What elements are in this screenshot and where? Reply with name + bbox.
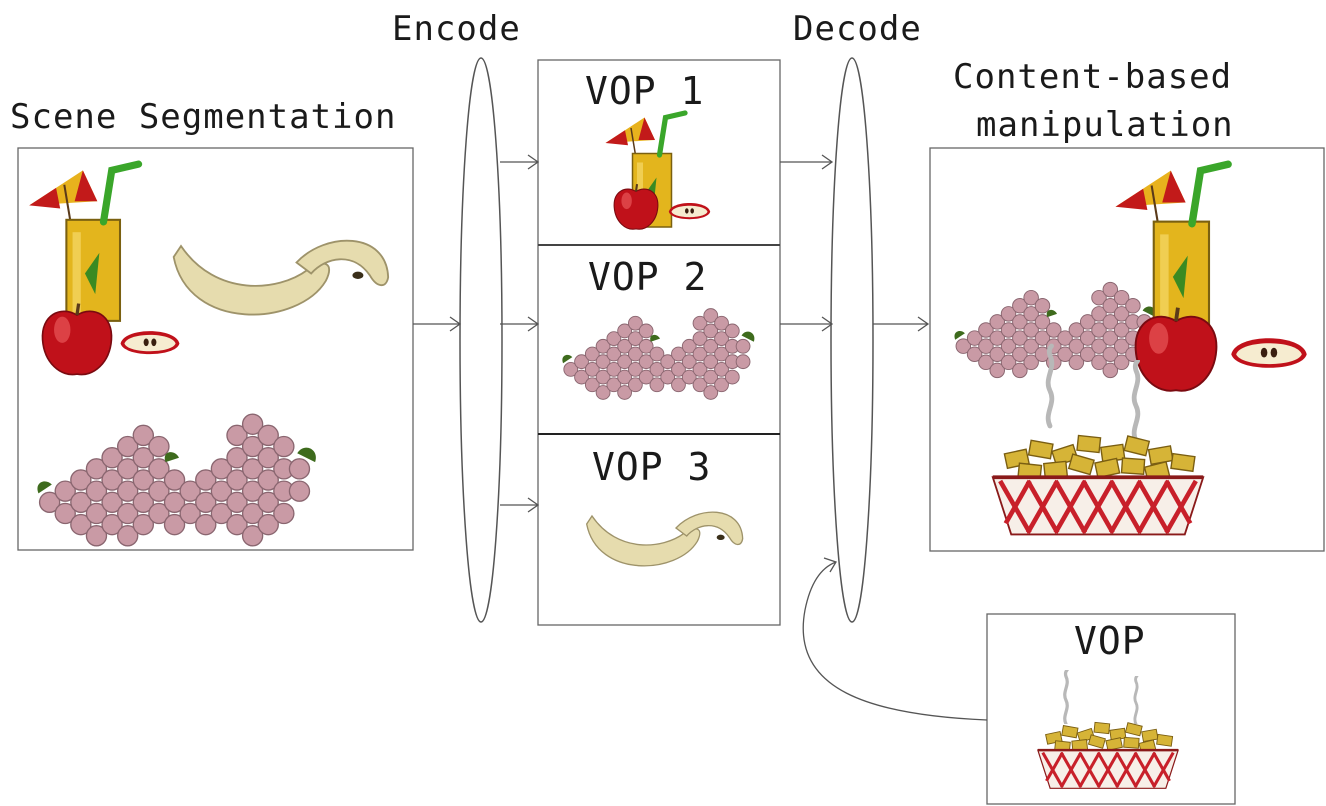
apple-icon — [40, 301, 114, 377]
decode-label: Decode — [793, 9, 922, 49]
new-vop-label: VOP — [1074, 619, 1146, 663]
vop2-label: VOP 2 — [588, 255, 708, 299]
arrow — [413, 316, 462, 332]
encode-label: Encode — [392, 9, 521, 49]
decoder-ellipse — [830, 57, 874, 623]
apple-icon — [612, 183, 660, 231]
apple-icon — [1136, 308, 1217, 391]
arrow — [500, 154, 540, 170]
curved-arrow — [802, 557, 988, 721]
arrow — [873, 316, 930, 332]
encoder-ellipse — [459, 57, 503, 623]
arrow — [500, 497, 540, 513]
arrow — [500, 316, 540, 332]
manipulation-label: manipulation — [976, 105, 1234, 145]
vop1-label: VOP 1 — [585, 69, 705, 113]
basket-icon — [1036, 720, 1180, 790]
vop3-label: VOP 3 — [592, 445, 712, 489]
basket-icon — [993, 435, 1203, 534]
arrow — [780, 154, 834, 170]
scene-segmentation-label: Scene Segmentation — [10, 97, 397, 137]
arrow — [780, 316, 834, 332]
content-based-label: Content-based — [953, 57, 1233, 97]
